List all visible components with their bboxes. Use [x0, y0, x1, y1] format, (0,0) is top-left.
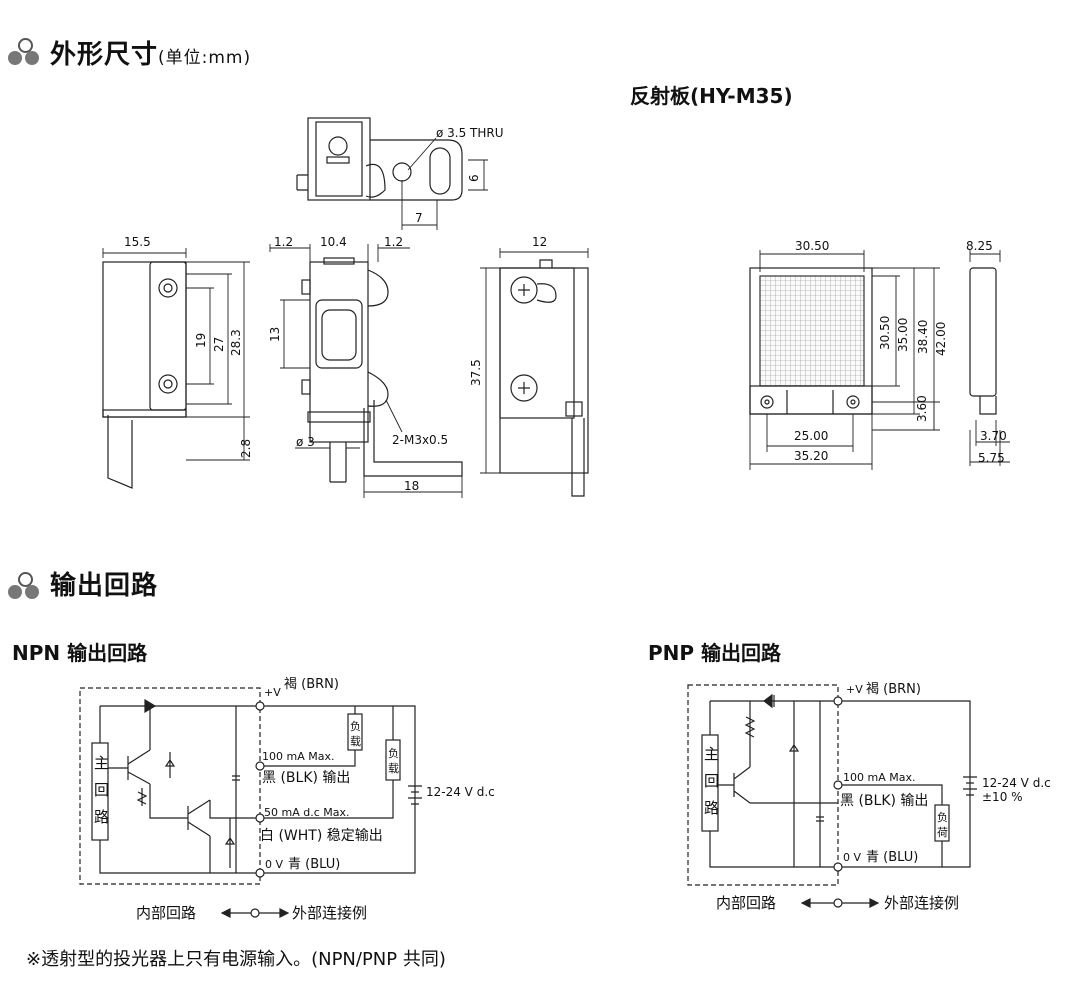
- npn-50ma: 50 mA d.c Max.: [264, 806, 350, 819]
- npn-supply: 12-24 V d.c: [426, 785, 495, 799]
- dim-thru: ø 3.5 THRU: [436, 126, 504, 140]
- pnp-main-3: 路: [704, 799, 719, 817]
- ref-dim-25-00: 25.00: [794, 429, 828, 443]
- pnp-arrow-circle-icon: [833, 898, 843, 908]
- pnp-0v: 0 V: [843, 851, 861, 864]
- output-bullet-icon: [8, 572, 42, 602]
- npn-load1-b: 载: [350, 735, 361, 748]
- dim-6: 6: [467, 174, 481, 182]
- pnp-title: PNP 输出回路: [648, 641, 782, 665]
- pnp-external: 外部连接例: [884, 894, 959, 912]
- dim-1-2-a: 1.2: [274, 235, 293, 249]
- ref-dim-42-00: 42.00: [934, 322, 948, 356]
- npn-blu: 青 (BLU): [288, 857, 340, 872]
- ref-dim-30-50-w: 30.50: [795, 239, 829, 253]
- dim-10-4: 10.4: [320, 235, 347, 249]
- dim-15-5: 15.5: [124, 235, 151, 249]
- left-view: [102, 248, 250, 489]
- npn-external: 外部连接例: [292, 904, 367, 922]
- pnp-internal: 内部回路: [716, 894, 776, 912]
- dim-18: 18: [404, 479, 419, 493]
- dim-2-8: 2.8: [239, 439, 253, 458]
- pnp-main-2: 回: [704, 772, 719, 790]
- npn-internal: 内部回路: [136, 904, 196, 922]
- pnp-vplus: +V: [846, 683, 863, 696]
- ref-dim-5-75: 5.75: [978, 451, 1005, 465]
- npn-main-1: 主: [94, 754, 109, 772]
- ref-dim-3-70: 3.70: [980, 429, 1007, 443]
- dimensions-heading: 外形尺寸(单位:mm): [50, 34, 251, 71]
- pnp-load-2: 荷: [937, 826, 948, 839]
- ref-dim-38-40: 38.40: [916, 320, 930, 354]
- dim-28-3: 28.3: [229, 329, 243, 356]
- npn-0v: 0 V: [265, 858, 283, 871]
- pnp-supply: 12-24 V d.c: [982, 776, 1051, 790]
- pnp-tolerance: ±10 %: [982, 790, 1023, 804]
- npn-arrow-circle-icon: [250, 908, 260, 918]
- dimensions-title: 外形尺寸: [50, 40, 159, 70]
- ref-dim-35-00: 35.00: [896, 318, 910, 352]
- pnp-100ma: 100 mA Max.: [843, 771, 915, 784]
- dim-13: 13: [268, 327, 282, 342]
- ref-dim-35-20: 35.20: [794, 449, 828, 463]
- dimension-drawing: ø 3.5 THRU 6 7 15.5 1.2 10.4 1.2 12 19 2…: [102, 117, 1010, 498]
- ref-dim-30-50-h: 30.50: [878, 316, 892, 350]
- dim-phi3: ø 3: [296, 435, 315, 449]
- pnp-circuit: +V 褐 (BRN) 100 mA Max. 黑 (BLK) 输出 0 V 青 …: [687, 682, 1051, 912]
- output-title: 输出回路: [50, 571, 159, 601]
- center-view: [269, 244, 463, 498]
- npn-brn: 褐 (BRN): [284, 677, 339, 692]
- section-bullet-icon: [8, 38, 42, 68]
- pnp-brn: 褐 (BRN): [866, 682, 921, 697]
- pnp-load-1: 负: [937, 810, 948, 824]
- npn-title: NPN 输出回路: [12, 641, 148, 665]
- npn-circuit: +V 褐 (BRN) 100 mA Max. 黑 (BLK) 输出 50 mA …: [79, 677, 495, 922]
- footnote: ※透射型的投光器上只有电源输入。(NPN/PNP 共同): [26, 949, 446, 970]
- right-view: [480, 248, 589, 497]
- dim-19: 19: [194, 333, 208, 348]
- top-view: [296, 117, 488, 230]
- pnp-blk: 黑 (BLK) 输出: [840, 793, 928, 809]
- npn-arrow-icon: [220, 908, 290, 918]
- ref-dim-8-25: 8.25: [966, 239, 993, 253]
- pnp-blu: 青 (BLU): [866, 850, 918, 865]
- dim-7: 7: [415, 211, 423, 225]
- reflector-title: 反射板(HY-M35): [630, 84, 793, 108]
- npn-load2-a: 负: [388, 746, 399, 760]
- npn-load2-b: 载: [388, 762, 399, 775]
- reflector-front: [749, 250, 940, 470]
- npn-vplus: +V: [264, 686, 281, 699]
- dim-37-5: 37.5: [469, 359, 483, 386]
- reflector-side: [969, 250, 1010, 466]
- dim-m3: 2-M3x0.5: [392, 433, 448, 447]
- dim-12: 12: [532, 235, 547, 249]
- npn-blk: 黑 (BLK) 输出: [262, 770, 350, 786]
- dim-27: 27: [212, 337, 226, 352]
- ref-dim-3-60: 3.60: [915, 395, 929, 422]
- dimensions-unit: (单位:mm): [158, 48, 252, 68]
- npn-load1-a: 负: [350, 719, 361, 733]
- pnp-main-1: 主: [704, 745, 719, 763]
- npn-wht: 白 (WHT) 稳定输出: [260, 828, 383, 844]
- npn-100ma: 100 mA Max.: [262, 750, 334, 763]
- dim-1-2-b: 1.2: [384, 235, 403, 249]
- npn-main-2: 回: [94, 781, 109, 799]
- npn-main-3: 路: [94, 808, 109, 826]
